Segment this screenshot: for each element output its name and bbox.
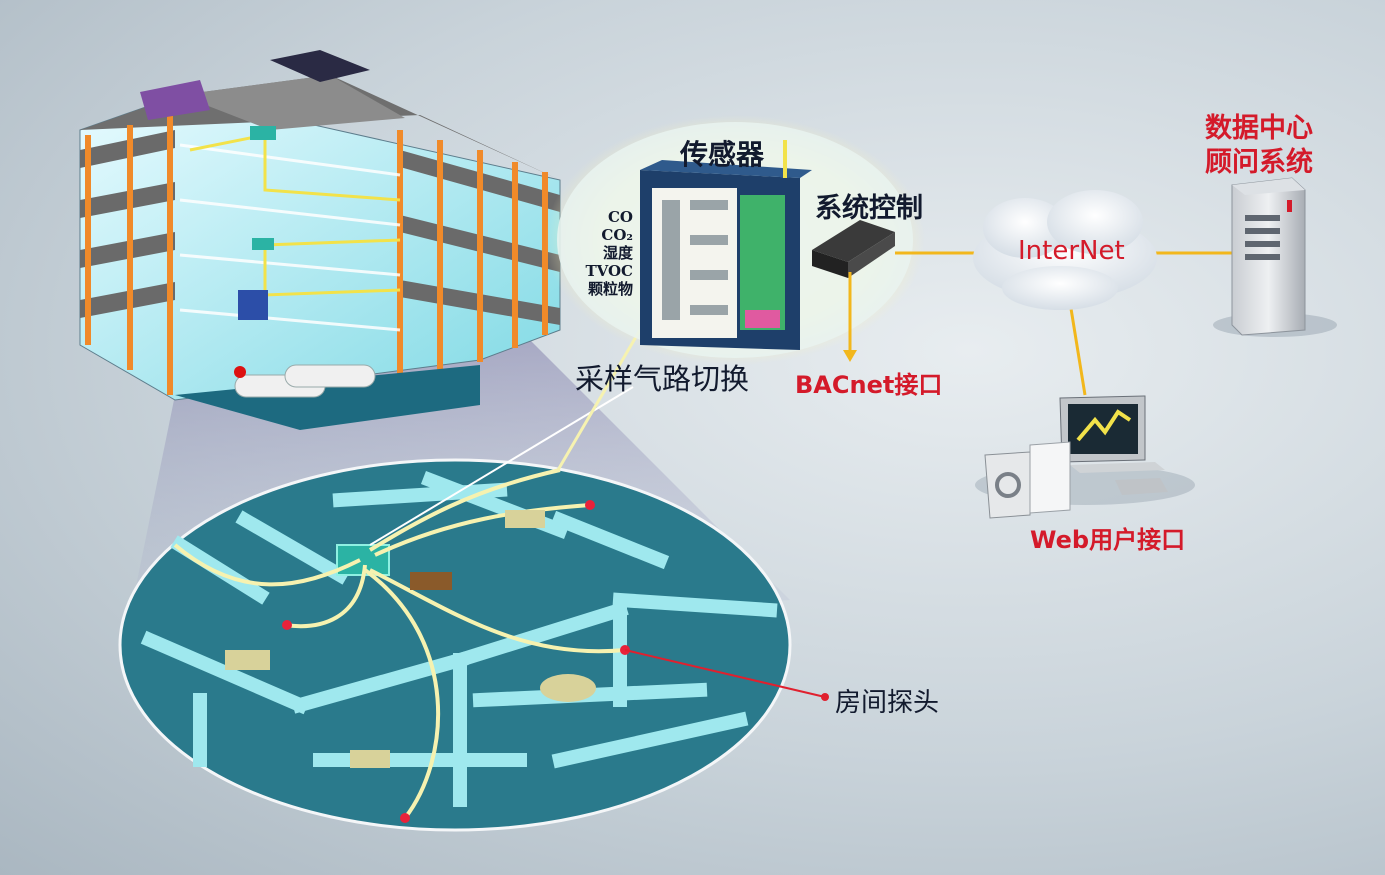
probe-pointer bbox=[624, 649, 826, 698]
sampling-switch-label: 采样气路切换 bbox=[575, 362, 750, 396]
server-icon bbox=[1213, 177, 1337, 337]
building-icon bbox=[79, 50, 561, 430]
measurement-item: CO₂ bbox=[601, 226, 633, 244]
bacnet-label: BACnet接口 bbox=[795, 371, 943, 399]
measurement-item: 颗粒物 bbox=[587, 280, 633, 298]
sensor-label: 传感器 bbox=[680, 138, 765, 171]
web-interface-label: Web用户接口 bbox=[1030, 526, 1186, 554]
measurement-item: 湿度 bbox=[602, 244, 633, 262]
measurement-item: CO bbox=[607, 208, 633, 226]
data-center-label: 数据中心 顾问系统 bbox=[1205, 112, 1313, 180]
sensor-cabinet-icon bbox=[640, 140, 812, 350]
system-control-label: 系统控制 bbox=[815, 193, 923, 224]
room-probe-label: 房间探头 bbox=[835, 688, 940, 718]
data-center-line1: 数据中心 bbox=[1205, 113, 1313, 144]
room-probe-icon bbox=[821, 693, 829, 701]
measurement-item: TVOC bbox=[585, 262, 633, 280]
bacnet-arrow bbox=[843, 350, 857, 362]
internet-label: InterNet bbox=[1018, 236, 1125, 266]
controller-icon bbox=[812, 220, 895, 278]
measurement-list: CO CO₂ 湿度 TVOC 颗粒物 bbox=[585, 208, 633, 298]
cloud-icon bbox=[973, 190, 1157, 310]
floor-plan-icon bbox=[118, 458, 792, 832]
sampling-pointer bbox=[369, 386, 634, 546]
sampling-tube bbox=[556, 329, 642, 471]
data-center-line2: 顾问系统 bbox=[1205, 147, 1313, 178]
workstation-icon bbox=[975, 395, 1195, 519]
